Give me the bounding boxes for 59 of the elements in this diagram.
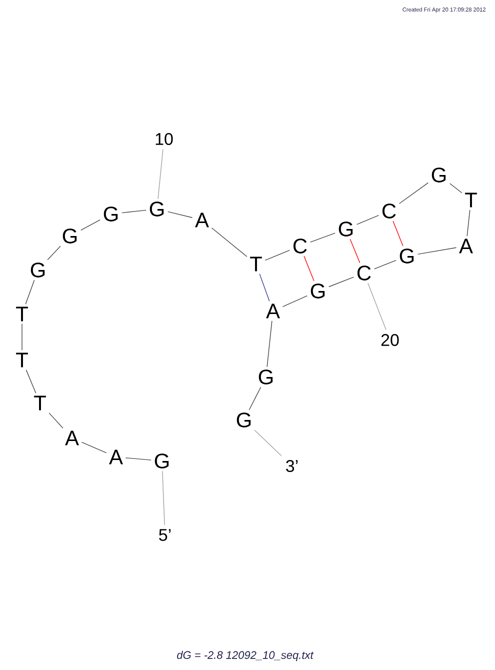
backbone-line bbox=[211, 228, 248, 257]
backbone-line bbox=[81, 442, 107, 454]
nucleotide-letter: C bbox=[293, 238, 307, 254]
backbone-line bbox=[356, 214, 380, 225]
nucleotide-letter: G bbox=[236, 412, 251, 428]
caption: dG = -2.8 12092_10_seq.txt bbox=[177, 650, 314, 662]
leader-line bbox=[254, 430, 282, 456]
backbone-line bbox=[466, 210, 470, 236]
backbone-line bbox=[264, 250, 290, 261]
nucleotide-letter: G bbox=[154, 454, 169, 468]
base-pair-line bbox=[259, 274, 270, 302]
backbone-line bbox=[47, 246, 61, 260]
nucleotide-letter: G bbox=[338, 222, 353, 236]
backbone-line bbox=[168, 211, 193, 218]
backbone-line bbox=[310, 232, 336, 243]
backbone-line bbox=[328, 276, 354, 288]
backbone-line bbox=[125, 458, 152, 460]
backbone-line bbox=[418, 247, 457, 255]
nucleotide-letter: G bbox=[310, 284, 325, 298]
nucleotide-letter: A bbox=[266, 304, 280, 318]
backbone-line bbox=[450, 183, 462, 194]
nucleotide-letter: T bbox=[250, 256, 262, 272]
nucleotide-letter: A bbox=[109, 450, 123, 464]
nucleotide-letter: A bbox=[195, 212, 209, 228]
backbone-line bbox=[374, 260, 396, 270]
nucleotide-letter: G bbox=[150, 202, 164, 216]
backbone-line bbox=[26, 370, 36, 394]
nucleotide-letter: T bbox=[16, 352, 28, 368]
base-pair-line bbox=[350, 238, 360, 264]
strand-end-label: 3’ bbox=[286, 460, 298, 472]
backbone-line bbox=[48, 412, 64, 428]
nucleotide-letter: G bbox=[400, 248, 414, 264]
nucleotide-letter: G bbox=[104, 206, 118, 222]
base-pair-line bbox=[304, 256, 314, 282]
nucleotide-letter: T bbox=[16, 306, 28, 322]
leader-line bbox=[368, 282, 386, 330]
backbone-line bbox=[266, 320, 272, 368]
position-number: 10 bbox=[156, 133, 173, 146]
nucleotide-letter: G bbox=[30, 262, 45, 278]
nucleotide-letter: C bbox=[357, 266, 371, 280]
nucleotide-letter: G bbox=[432, 168, 446, 182]
nucleotide-letter: A bbox=[459, 238, 473, 254]
position-number: 20 bbox=[381, 334, 399, 346]
nucleotide-letter: T bbox=[465, 192, 477, 208]
backbone-line bbox=[25, 280, 35, 304]
backbone-line bbox=[80, 220, 100, 231]
backbone-line bbox=[122, 210, 146, 214]
nucleotide-letter: G bbox=[258, 370, 273, 384]
strand-end-label: 5’ bbox=[159, 529, 171, 541]
nucleotide-letter: C bbox=[382, 204, 396, 218]
backbone-line bbox=[248, 386, 262, 410]
nucleotide-letter: G bbox=[62, 228, 77, 244]
nucleotide-letter: T bbox=[34, 396, 46, 410]
nucleotide-letter: A bbox=[65, 430, 79, 446]
leader-line bbox=[158, 148, 164, 200]
backbone-line bbox=[282, 295, 308, 308]
base-pair-line bbox=[392, 220, 404, 246]
backbone-line bbox=[398, 182, 428, 204]
leader-line bbox=[162, 470, 165, 526]
